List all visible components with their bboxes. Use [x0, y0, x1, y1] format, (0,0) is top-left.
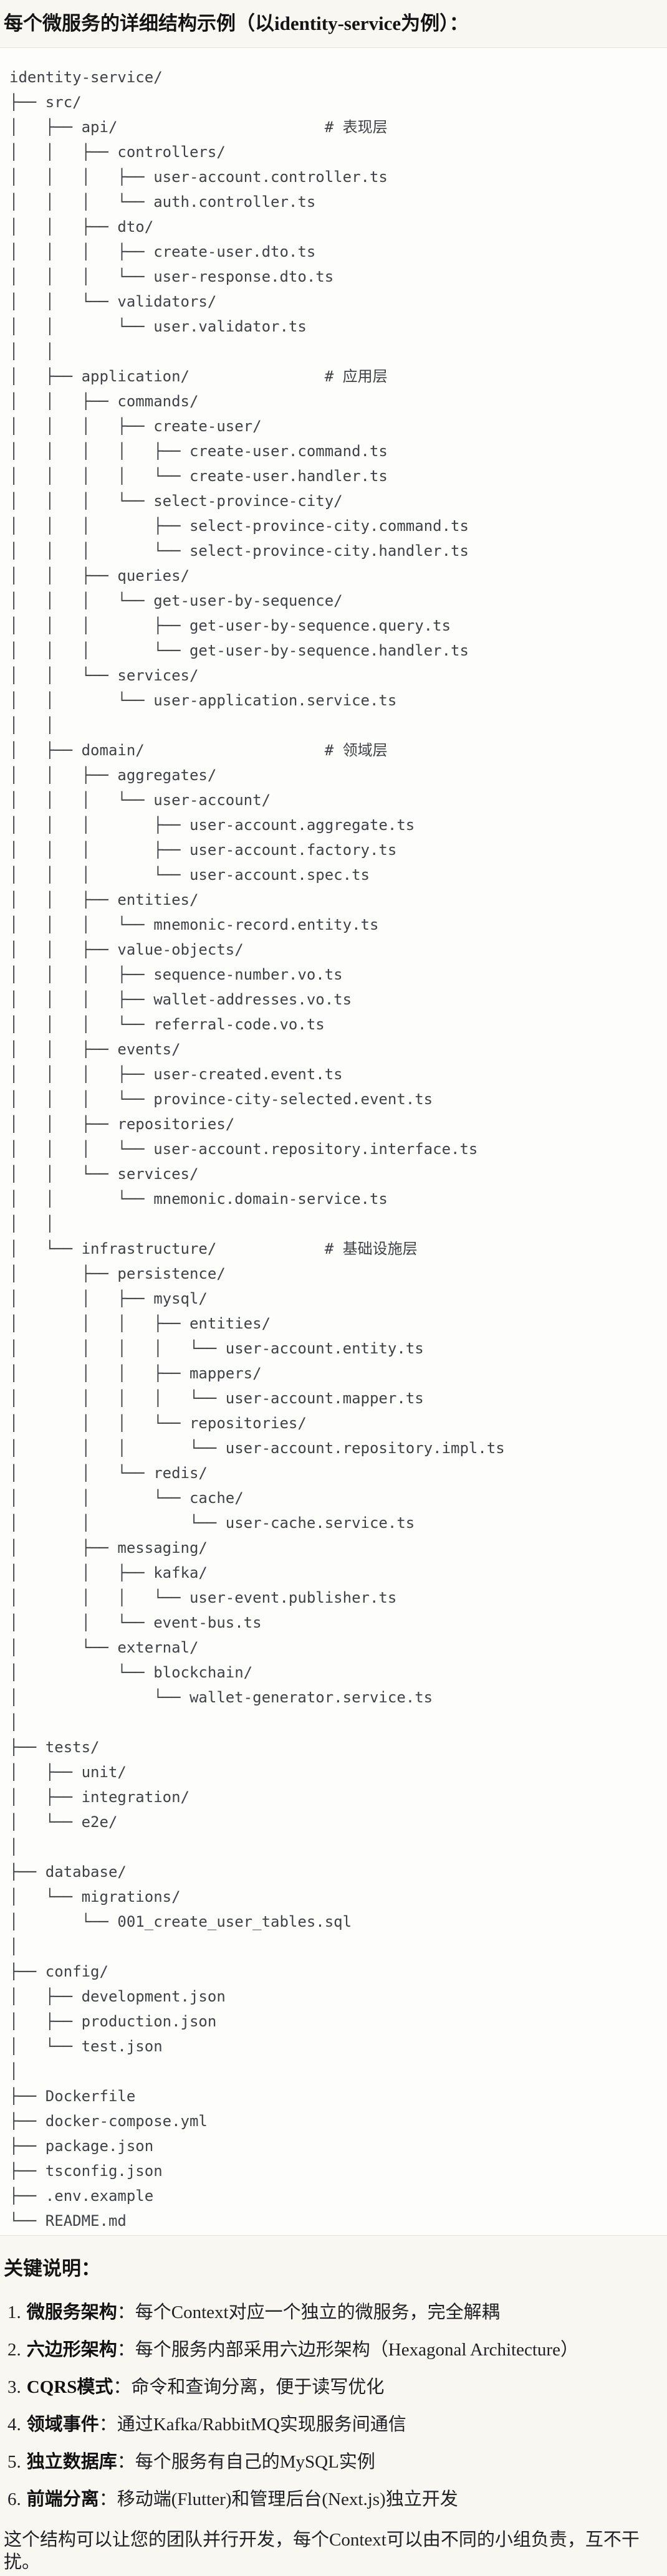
list-item-text: ：移动端(Flutter)和管理后台(Next.js)独立开发 — [98, 2489, 458, 2509]
directory-tree-code-block: identity-service/ ├── src/ │ ├── api/ # … — [0, 47, 667, 2236]
list-item-number: 4. — [7, 2415, 21, 2435]
list-item-term: 领域事件 — [26, 2415, 99, 2435]
list-item: 5.独立数据库：每个服务有自己的MySQL实例 — [4, 2451, 661, 2473]
list-item-term: 前端分离 — [26, 2489, 99, 2509]
key-notes-section: 关键说明： 1.微服务架构：每个Context对应一个独立的微服务，完全解耦 2… — [0, 2236, 667, 2576]
list-item: 3.CQRS模式：命令和查询分离，便于读写优化 — [4, 2377, 661, 2398]
list-item: 6.前端分离：移动端(Flutter)和管理后台(Next.js)独立开发 — [4, 2489, 661, 2510]
list-item-text: ：每个Context对应一个独立的微服务，完全解耦 — [117, 2302, 500, 2322]
list-item-text: ：每个服务有自己的MySQL实例 — [117, 2452, 375, 2472]
list-item-text: ：通过Kafka/RabbitMQ实现服务间通信 — [98, 2415, 406, 2435]
list-item-text: ：命令和查询分离，便于读写优化 — [113, 2377, 385, 2397]
list-item: 4.领域事件：通过Kafka/RabbitMQ实现服务间通信 — [4, 2414, 661, 2435]
page-title: 每个微服务的详细结构示例（以identity-service为例）： — [4, 12, 469, 34]
list-item-number: 5. — [7, 2452, 21, 2472]
closing-paragraph: 这个结构可以让您的团队并行开发，每个Context可以由不同的小组负责，互不干扰… — [4, 2530, 640, 2572]
list-item-number: 3. — [7, 2377, 21, 2397]
list-item-number: 6. — [7, 2489, 21, 2509]
key-notes-title: 关键说明： — [4, 2258, 100, 2279]
list-item-number: 1. — [7, 2302, 21, 2322]
list-item-text: ：每个服务内部采用六边形架构（Hexagonal Architecture） — [117, 2340, 578, 2360]
list-item-term: 独立数据库 — [26, 2452, 117, 2472]
list-item: 1.微服务架构：每个Context对应一个独立的微服务，完全解耦 — [4, 2302, 661, 2323]
list-item-number: 2. — [7, 2340, 21, 2360]
list-item-term: 六边形架构 — [26, 2340, 117, 2360]
list-item-term: CQRS模式 — [26, 2377, 113, 2397]
list-item-term: 微服务架构 — [26, 2302, 117, 2322]
directory-tree: identity-service/ ├── src/ │ ├── api/ # … — [9, 69, 505, 2230]
list-item: 2.六边形架构：每个服务内部采用六边形架构（Hexagonal Architec… — [4, 2339, 661, 2360]
